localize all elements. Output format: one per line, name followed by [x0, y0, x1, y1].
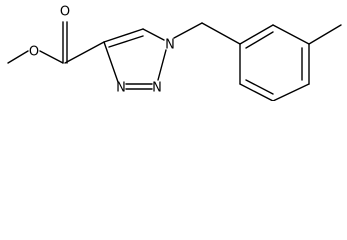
bond-ring-methyl	[308, 24, 342, 45]
triazole-n2-label: N	[152, 81, 162, 96]
bond-methyl-o	[7, 50, 29, 64]
bond-carbonyl-double	[62, 21, 68, 64]
bond-n1-ch2	[173, 22, 203, 39]
triazole-n1-label: N	[165, 38, 175, 53]
molecule-canvas: O O N N N	[0, 0, 347, 101]
bond-ch2-ring	[201, 22, 241, 45]
bond-o-carbonyl	[39, 50, 64, 64]
carbonyl-oxygen-label: O	[60, 5, 70, 20]
ester-oxygen-label: O	[29, 45, 39, 60]
chemical-structure: O O N N N	[7, 5, 342, 101]
benzene-ring	[239, 24, 310, 101]
bond-carbonyl-c4	[64, 41, 105, 64]
triazole-ring	[103, 28, 167, 90]
triazole-n3-label: N	[116, 81, 126, 96]
